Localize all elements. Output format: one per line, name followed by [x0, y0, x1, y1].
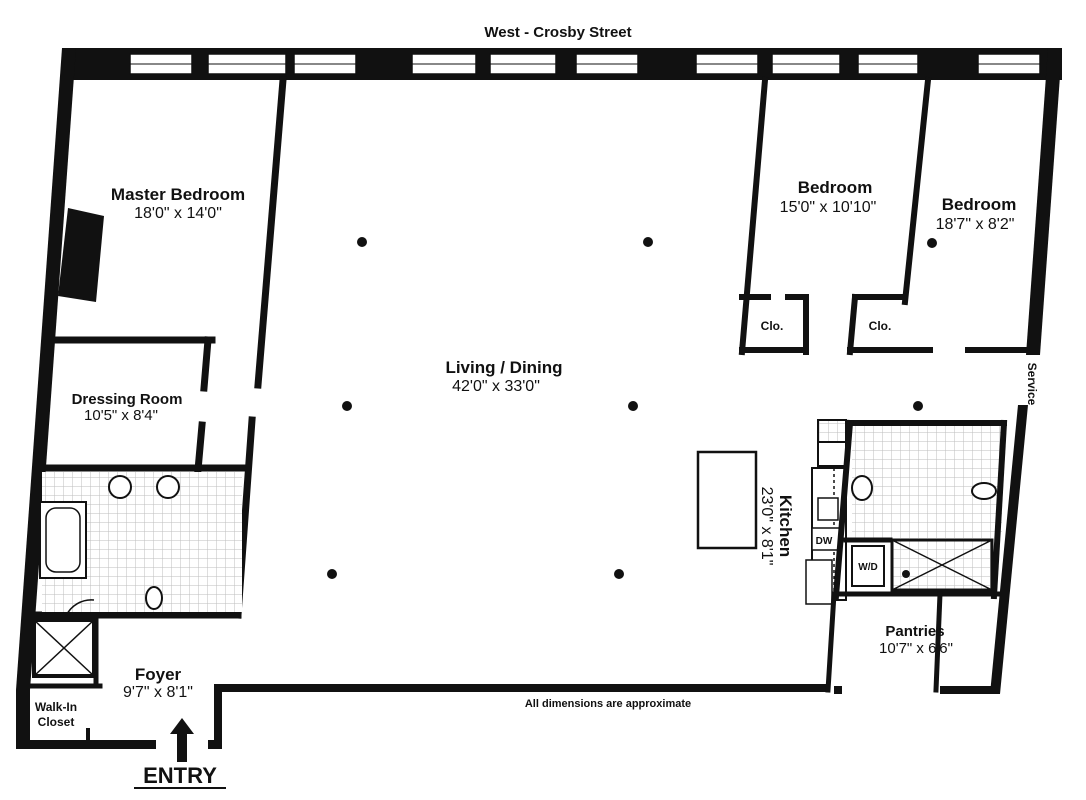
service-label: Service	[1025, 363, 1039, 406]
foyer-dims: 9'7" x 8'1"	[123, 684, 193, 701]
exterior-walls	[16, 48, 1062, 749]
street-label: West - Crosby Street	[484, 24, 631, 41]
foyer-closet-area	[27, 599, 103, 744]
master-bedroom-walls	[46, 76, 287, 392]
closet-label-2: Clo.	[869, 319, 892, 333]
dressing-room-name: Dressing Room	[72, 391, 183, 408]
living-dining-name: Living / Dining	[445, 358, 562, 377]
kitchen-dims: 23'0" x 8'1"	[758, 487, 775, 566]
bedroom-1-dims: 15'0" x 10'10"	[780, 199, 877, 216]
dishwasher-label: DW	[816, 536, 833, 547]
living-dining-dims: 42'0" x 33'0"	[452, 378, 540, 395]
bedroom-2-dims: 18'7" x 8'2"	[936, 216, 1015, 233]
window-wall	[62, 48, 1062, 80]
entry-label: ENTRY	[143, 763, 217, 788]
sink-icon	[851, 475, 873, 501]
washer-dryer-label: W/D	[858, 562, 877, 573]
bedroom-2-name: Bedroom	[942, 195, 1017, 214]
master-bedroom-dims: 18'0" x 14'0"	[134, 205, 222, 222]
master-bedroom-name: Master Bedroom	[111, 185, 245, 204]
toilet-icon	[145, 586, 163, 610]
dressing-room-dims: 10'5" x 8'4"	[84, 407, 158, 424]
sink-icon	[156, 475, 180, 499]
kitchen-name: Kitchen	[776, 495, 795, 557]
structural-columns	[327, 237, 937, 579]
walk-in-closet-label-1: Walk-In	[35, 700, 77, 714]
pantries-dims: 10'7" x 6'6"	[879, 640, 953, 657]
bathtub	[39, 501, 87, 579]
entry-arrow-icon	[170, 718, 194, 762]
dimensions-note: All dimensions are approximate	[525, 698, 691, 710]
pantries-name: Pantries	[885, 623, 944, 640]
bedroom-walls	[738, 76, 1033, 356]
closet-label-1: Clo.	[761, 319, 784, 333]
sink-icon	[108, 475, 132, 499]
kitchen-island	[696, 450, 758, 550]
second-bath	[825, 419, 1008, 693]
walk-in-closet-label-2: Closet	[38, 715, 75, 729]
fireplace	[58, 208, 104, 302]
bedroom-1-name: Bedroom	[798, 178, 873, 197]
foyer-name: Foyer	[135, 665, 182, 684]
toilet-icon	[971, 482, 997, 500]
